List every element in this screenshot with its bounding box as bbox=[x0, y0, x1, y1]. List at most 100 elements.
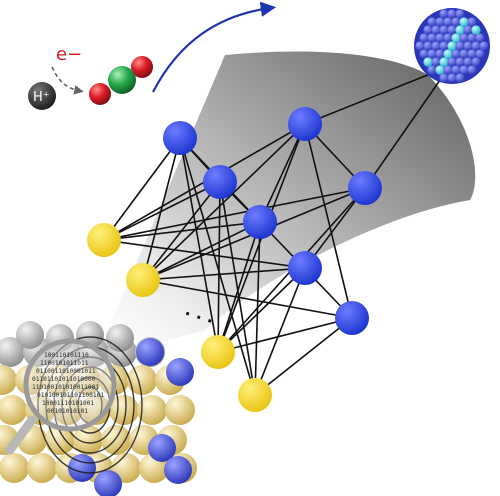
nanoparticle-atom bbox=[471, 57, 481, 67]
network-edge bbox=[179, 137, 219, 353]
nanoparticle-atom bbox=[467, 65, 477, 75]
nanoparticle-atom-cyan bbox=[423, 57, 433, 67]
binary-line: 010100101101100101 bbox=[37, 392, 104, 399]
nanoparticle-atom-cyan bbox=[471, 25, 481, 35]
input-node bbox=[126, 263, 160, 297]
hidden-node bbox=[243, 205, 277, 239]
surface-atom-blue bbox=[68, 454, 96, 482]
nanoparticle-atom bbox=[451, 17, 461, 27]
nanoparticle-atom bbox=[447, 9, 457, 19]
network-edge bbox=[217, 221, 261, 353]
nanoparticle-atom bbox=[427, 33, 437, 43]
nanoparticle-atom bbox=[431, 25, 441, 35]
network-edge bbox=[103, 181, 221, 241]
reaction-scheme: H⁺ e− bbox=[28, 44, 153, 110]
output-edge bbox=[364, 79, 441, 189]
surface-atom bbox=[0, 337, 25, 367]
nanoparticle-atom-cyan bbox=[455, 25, 465, 35]
network-edge bbox=[142, 137, 181, 281]
nanoparticle-atom bbox=[455, 41, 465, 51]
network-edge bbox=[142, 267, 306, 281]
surface-atom-blue bbox=[136, 338, 164, 366]
nanoparticle-atom bbox=[471, 41, 481, 51]
nanoparticle-atom bbox=[443, 65, 453, 75]
surface-atom bbox=[137, 395, 167, 425]
network-edge bbox=[254, 221, 261, 396]
nanoparticle-atom bbox=[423, 25, 433, 35]
nanoparticle-atom bbox=[455, 9, 465, 19]
nanoparticle-atom-cyan bbox=[447, 41, 457, 51]
input-node bbox=[201, 335, 235, 369]
nanoparticle-atom bbox=[459, 49, 469, 59]
network-edge bbox=[103, 187, 366, 241]
nanoparticle-atom bbox=[467, 49, 477, 59]
binary-line: 10001110101001 bbox=[42, 400, 94, 407]
nanoparticle-atom bbox=[435, 33, 445, 43]
surface-atom bbox=[106, 324, 134, 352]
hidden-node bbox=[288, 107, 322, 141]
nanoparticle-atom bbox=[447, 73, 457, 83]
nanoparticle-atom bbox=[435, 49, 445, 59]
surface-atom-blue bbox=[94, 470, 122, 496]
binary-line: 0110011010001011 bbox=[36, 368, 96, 375]
network-edge bbox=[179, 137, 256, 396]
nanoparticle-atom bbox=[419, 49, 429, 59]
binary-line: 110100101010011001 bbox=[32, 384, 99, 391]
proton-atom bbox=[28, 82, 56, 110]
network-edge bbox=[142, 279, 353, 319]
output-edge bbox=[304, 69, 441, 125]
nanoparticle-atom bbox=[475, 49, 485, 59]
binary-line: 00101010101 bbox=[47, 408, 88, 415]
surface-atom-blue bbox=[148, 434, 176, 462]
input-node bbox=[238, 378, 272, 412]
surface-atom bbox=[16, 321, 44, 349]
surface-atom bbox=[27, 453, 57, 483]
nanoparticle-atom-cyan bbox=[439, 57, 449, 67]
nanoparticle-atom bbox=[431, 41, 441, 51]
nanoparticle-atom bbox=[475, 33, 485, 43]
reaction-arrow bbox=[51, 66, 84, 95]
nanoparticle-atom bbox=[447, 25, 457, 35]
input-node bbox=[87, 223, 121, 257]
nanoparticle-atom bbox=[427, 65, 437, 75]
nanoparticle-atom bbox=[467, 33, 477, 43]
nanoparticle-atom bbox=[459, 65, 469, 75]
magnifier-icon: 1001101011101100101011011011001101000101… bbox=[5, 338, 117, 455]
nanoparticle-atom bbox=[467, 17, 477, 27]
surface-atom bbox=[127, 365, 157, 395]
nanoparticle-atom bbox=[439, 41, 449, 51]
network-edge bbox=[304, 123, 353, 319]
binary-line: 1100101011011 bbox=[40, 360, 89, 367]
network-edge bbox=[103, 137, 181, 241]
nanoparticle-atom bbox=[419, 33, 429, 43]
surface-atom-blue bbox=[166, 358, 194, 386]
hidden-node bbox=[348, 171, 382, 205]
nanoparticle-atom bbox=[435, 17, 445, 27]
oxygen-atom-right bbox=[131, 56, 153, 78]
surface-atom bbox=[0, 395, 27, 425]
nanoparticle-atom-cyan bbox=[435, 65, 445, 75]
nanoparticle-atom bbox=[455, 73, 465, 83]
network-edge bbox=[142, 181, 221, 281]
nanoparticle bbox=[414, 8, 490, 84]
nanoparticle-atom bbox=[443, 17, 453, 27]
network-edge bbox=[219, 181, 256, 396]
electron-label: e− bbox=[56, 44, 82, 65]
carbon-atom bbox=[108, 66, 136, 94]
nanoparticle-atom-cyan bbox=[451, 33, 461, 43]
hidden-node bbox=[288, 251, 322, 285]
nanoparticle-atom-cyan bbox=[443, 49, 453, 59]
nanoparticle-atom bbox=[431, 57, 441, 67]
nanoparticle-atom bbox=[439, 9, 449, 19]
network-edge bbox=[259, 123, 306, 223]
network-edge bbox=[254, 267, 306, 396]
surface-atom bbox=[165, 395, 195, 425]
nanoparticle-atom bbox=[427, 49, 437, 59]
nanoparticle-atom bbox=[463, 25, 473, 35]
hidden-node bbox=[203, 165, 237, 199]
nanoparticle-atom bbox=[459, 33, 469, 43]
surface-atom bbox=[0, 453, 29, 483]
proton-label: H⁺ bbox=[33, 90, 50, 105]
oxygen-atom-left bbox=[89, 83, 111, 105]
binary-line: 100110101110 bbox=[44, 352, 89, 359]
